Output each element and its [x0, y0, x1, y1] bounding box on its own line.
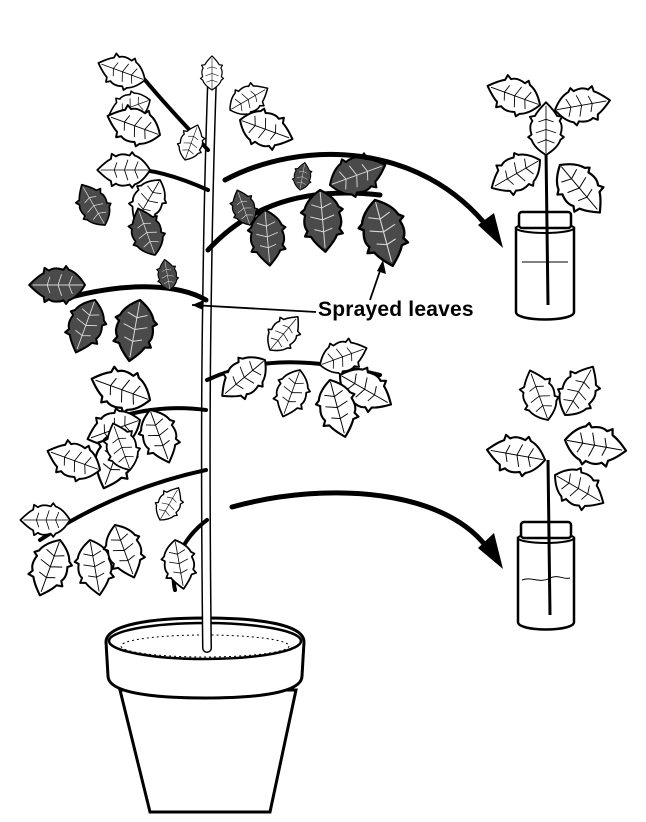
- lower-left-leaves: [20, 359, 200, 602]
- sprayed-leaves: [29, 146, 415, 365]
- main-stem: [206, 82, 212, 648]
- lower-cutting-leaves: [484, 357, 630, 519]
- upper-leaves: [93, 47, 299, 231]
- sprayed-leaves-label: Sprayed leaves: [318, 298, 474, 322]
- middle-right-leaves: [210, 307, 401, 442]
- lower-arrow: [232, 493, 503, 569]
- upper-cutting-leaves: [481, 68, 616, 226]
